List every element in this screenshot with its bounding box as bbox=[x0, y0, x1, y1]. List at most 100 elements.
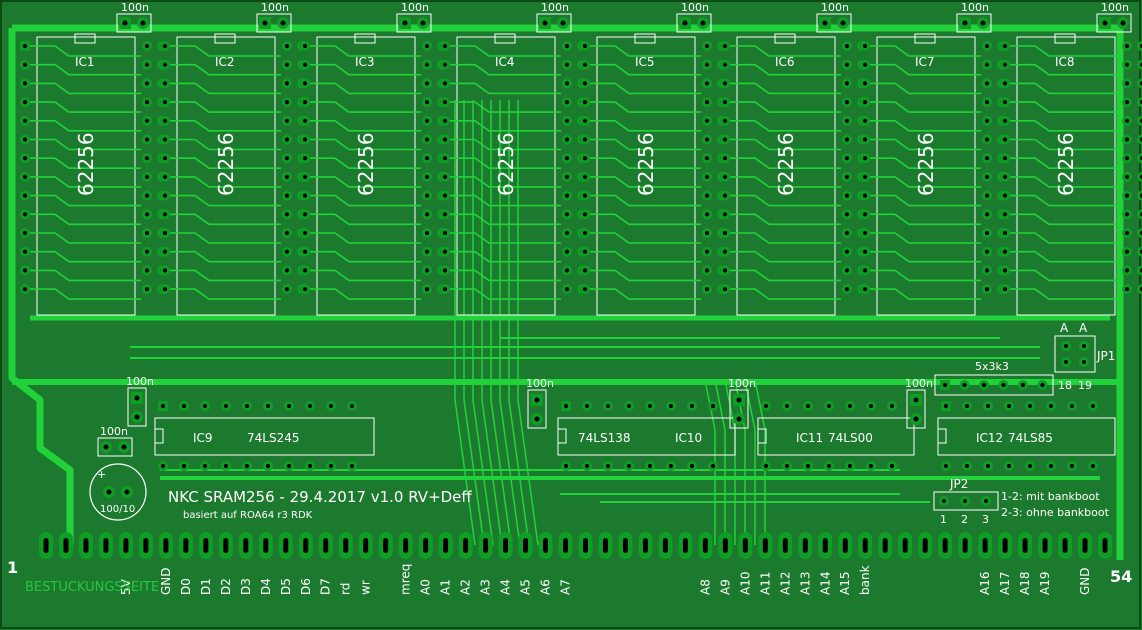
jp1-pin-b: 19 bbox=[1078, 379, 1092, 392]
connector-pin bbox=[458, 532, 473, 559]
trace bbox=[450, 120, 561, 132]
trace bbox=[30, 157, 141, 169]
trace bbox=[730, 101, 841, 113]
board-title: NKC SRAM256 - 29.4.2017 v1.0 RV+Deff bbox=[168, 488, 472, 506]
connector-pin bbox=[658, 532, 673, 559]
logic-decoupling-cap: 100n bbox=[526, 377, 554, 429]
trace bbox=[170, 176, 281, 188]
logic-ref-label: IC11 bbox=[796, 431, 823, 445]
trace bbox=[870, 138, 981, 151]
connector-pin bbox=[878, 532, 893, 559]
logic-ref-label: IC10 bbox=[675, 431, 702, 445]
trace bbox=[1010, 82, 1121, 95]
trace bbox=[310, 120, 421, 132]
trace bbox=[730, 157, 841, 169]
connector-pin-label: mreq bbox=[399, 564, 413, 595]
connector-pin-label: A19 bbox=[1038, 572, 1052, 595]
trace bbox=[450, 232, 561, 244]
trace bbox=[310, 269, 421, 282]
ram-pin bbox=[1137, 209, 1142, 220]
trace bbox=[310, 232, 421, 244]
ram-ref-label: IC8 bbox=[1055, 55, 1075, 69]
ram-pin bbox=[1137, 190, 1142, 201]
trace bbox=[170, 63, 281, 76]
trace bbox=[1010, 250, 1121, 263]
trace bbox=[170, 157, 281, 169]
connector-pin-label: D5 bbox=[279, 578, 293, 595]
ram-decoupling-cap: 100n bbox=[816, 1, 852, 33]
logic-ref-label: IC9 bbox=[193, 431, 213, 445]
trace bbox=[590, 45, 701, 57]
trace bbox=[310, 45, 421, 57]
jp2-label: JP2 bbox=[949, 477, 968, 491]
connector-pin bbox=[1098, 532, 1112, 559]
ram-ref-label: IC4 bbox=[495, 55, 515, 69]
trace bbox=[30, 250, 141, 263]
jp2-note-1: 1-2: mit bankboot bbox=[1001, 490, 1100, 503]
board-subtitle: basiert auf ROA64 r3 RDK bbox=[183, 510, 313, 521]
trace bbox=[170, 82, 281, 95]
trace bbox=[590, 82, 701, 95]
trace bbox=[30, 269, 141, 282]
connector-pin-label: D0 bbox=[179, 578, 193, 595]
connector-pin bbox=[1078, 532, 1093, 559]
trace bbox=[870, 250, 981, 263]
trace bbox=[1010, 138, 1121, 151]
trace bbox=[30, 120, 141, 132]
connector-pin-label: A12 bbox=[778, 572, 792, 595]
connector-pin-label: A3 bbox=[479, 579, 493, 595]
connector-pin-label: GND bbox=[1078, 567, 1092, 595]
trace bbox=[30, 63, 141, 76]
connector-pin bbox=[398, 532, 413, 559]
trace bbox=[30, 176, 141, 188]
trace bbox=[730, 120, 841, 132]
ram-cap-label: 100n bbox=[961, 1, 989, 14]
connector-pin-label: A4 bbox=[499, 579, 513, 595]
connector-pin bbox=[478, 532, 493, 559]
trace bbox=[590, 138, 701, 151]
connector-pin-label: A16 bbox=[978, 572, 992, 595]
trace bbox=[870, 157, 981, 169]
connector-pin bbox=[958, 532, 973, 559]
connector-pin bbox=[538, 532, 553, 559]
connector-pin-label: D7 bbox=[319, 578, 333, 595]
trace bbox=[730, 45, 841, 57]
connector-pin-label: A13 bbox=[798, 572, 812, 595]
trace bbox=[517, 100, 539, 546]
connector-pin-label: A7 bbox=[559, 579, 573, 595]
trace bbox=[1010, 194, 1121, 207]
ram-cap-label: 100n bbox=[121, 1, 149, 14]
electrolytic-capacitor: + 100/10 bbox=[89, 463, 147, 521]
ram-pin bbox=[1137, 265, 1142, 276]
trace bbox=[454, 100, 476, 546]
ram-pin bbox=[1137, 153, 1142, 164]
connector-pin-label: A17 bbox=[998, 572, 1012, 595]
ram-decoupling-cap: 100n bbox=[396, 1, 432, 33]
resistor-network: 5x3k3 bbox=[934, 360, 1054, 396]
trace bbox=[590, 176, 701, 188]
ram-decoupling-cap: 100n bbox=[1096, 1, 1132, 33]
connector-pin bbox=[598, 532, 613, 559]
trace bbox=[870, 45, 981, 57]
connector-pin bbox=[178, 532, 193, 559]
ram-decoupling-cap: 100n bbox=[116, 1, 152, 33]
trace bbox=[730, 232, 841, 244]
trace bbox=[170, 288, 281, 300]
trace bbox=[730, 288, 841, 300]
trace bbox=[170, 45, 281, 57]
trace bbox=[310, 101, 421, 113]
connector-pin bbox=[338, 532, 353, 559]
trace bbox=[730, 250, 841, 263]
connector-pin bbox=[498, 532, 513, 559]
trace bbox=[1010, 63, 1121, 76]
trace bbox=[450, 250, 561, 263]
trace bbox=[590, 120, 701, 132]
connector-pin bbox=[78, 532, 93, 559]
trace bbox=[730, 269, 841, 282]
ram-pin bbox=[1137, 41, 1142, 51]
logic-cap-label: 100n bbox=[126, 375, 154, 388]
